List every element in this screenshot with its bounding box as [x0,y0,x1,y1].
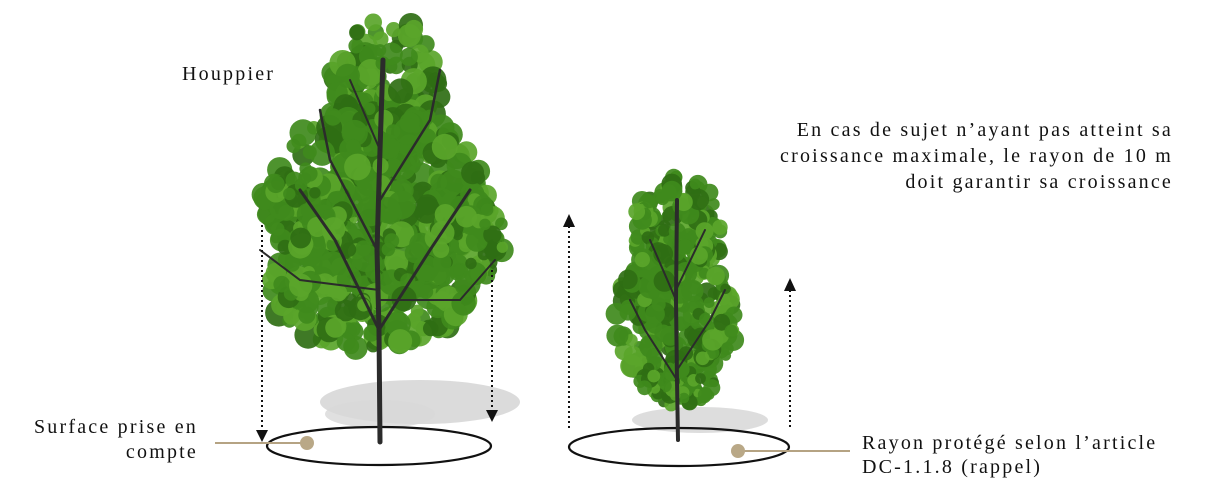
surface-label-line1: Surface prise en [33,416,198,438]
small-tree-crown [605,168,745,412]
shadow-small-tree [632,407,768,433]
note-line3: doit garantir sa croissance [905,171,1173,193]
large-tree [251,13,514,445]
arrow-right-down [486,270,498,422]
large-tree-trunk [259,57,496,445]
leader-radius [731,444,850,458]
arrow-left-up [563,214,575,430]
crown-label: Houppier [182,63,276,85]
large-tree-crown [251,13,514,360]
small-tree [605,168,745,442]
leader-surface [215,436,314,450]
note-line1: En cas de sujet n’ayant pas atteint sa [796,119,1173,141]
radius-label-line1: Rayon protégé selon l’article [862,432,1158,454]
note-line2: croissance maximale, le rayon de 10 m [780,145,1173,167]
surface-label-line2: compte [125,441,198,463]
arrow-right-up [784,278,796,430]
arrow-left-down [256,225,268,442]
shadow-large-tree [320,380,520,428]
radius-label-line2: DC-1.1.8 (rappel) [862,456,1043,478]
small-tree-trunk [629,198,726,442]
